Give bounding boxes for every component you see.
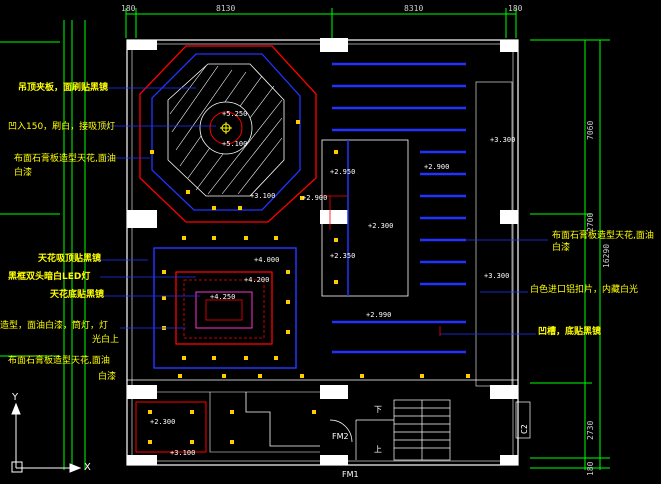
octagon-ceiling-inner	[151, 53, 301, 211]
elevation-mark: +3.300	[484, 272, 510, 280]
elevation-mark: +2.350	[330, 252, 356, 260]
elevation-mark: +3.100	[250, 192, 276, 200]
elevation-mark: +2.300	[368, 222, 394, 230]
outer-wall	[126, 39, 519, 466]
annotation-left: 凹入150，刷白，接吸顶灯	[8, 122, 116, 132]
annotation-right: 凹槽，底贴黑镜	[538, 327, 602, 337]
annotation-left: 天花底贴黑镜	[50, 290, 105, 300]
column	[500, 455, 518, 465]
dimension-text: 180	[121, 4, 136, 13]
column	[320, 38, 348, 52]
dimension-text: 7060	[586, 120, 595, 140]
column	[500, 210, 518, 224]
column	[320, 210, 348, 224]
elevation-mark: +2.300	[150, 418, 176, 426]
elevation-mark: +2.900	[302, 194, 328, 202]
column	[127, 40, 157, 50]
column	[320, 385, 348, 399]
annotation-left: 布面石膏板造型天花,面油	[14, 154, 116, 164]
column	[320, 455, 348, 465]
annotation-left: 造型，面油白漆，筒灯，灯	[0, 321, 109, 331]
dimension-text: 180	[586, 461, 595, 476]
dimension-text: 180	[508, 4, 523, 13]
stair-up-label: 上	[374, 445, 382, 454]
column	[127, 455, 157, 465]
elevation-mark: +2.990	[366, 311, 392, 319]
counter-ceiling	[321, 139, 409, 297]
annotation-left: 布面石膏板造型天花,面油	[8, 356, 110, 366]
annotation-left: 白漆	[14, 168, 33, 178]
annotation-left: 天花吸顶贴黑镜	[38, 254, 102, 264]
annotation-left: 黑框双头暗白LED灯	[8, 272, 91, 282]
door-fm1-label: FM1	[342, 470, 359, 479]
elevation-mark: +4.000	[254, 256, 280, 264]
elevation-mark: +3.300	[490, 136, 516, 144]
annotation-right: 白色进口铝扣片，内藏白光	[530, 285, 639, 295]
column	[490, 385, 518, 399]
elevation-mark: +5.250	[222, 110, 248, 118]
elevation-mark: +4.250	[210, 293, 236, 301]
ucs-axis-icon	[11, 402, 82, 473]
axis-x-label: X	[84, 462, 91, 473]
downlights	[148, 120, 470, 444]
annotation-left: 光白上	[92, 335, 120, 345]
annotation-left: 白漆	[98, 372, 117, 382]
dimension-text: 16290	[602, 243, 611, 268]
annotation-right: 白漆	[552, 243, 571, 253]
window-c2-label: C2	[520, 424, 529, 434]
annotation-right: 布面石膏板造型天花,面油	[552, 231, 654, 241]
elevation-mark: +3.100	[170, 449, 196, 457]
slot-lights	[332, 62, 466, 354]
dimension-text: 2730	[586, 420, 595, 440]
dimension-text: 8310	[404, 4, 424, 13]
stair-down-label: 下	[374, 405, 382, 414]
dimension-text: 2700	[586, 212, 595, 232]
elevation-mark: +2.950	[330, 168, 356, 176]
elevation-mark: +2.900	[424, 163, 450, 171]
octagon-ceiling-outer	[139, 45, 317, 223]
column	[500, 40, 518, 52]
leader-lines	[96, 87, 548, 335]
dimension-text: 8130	[216, 4, 236, 13]
elevation-mark: +4.200	[244, 276, 270, 284]
elevation-mark: +5.100	[222, 140, 248, 148]
square-ceiling-outer	[153, 247, 297, 369]
column	[127, 210, 157, 228]
staircase	[355, 399, 451, 461]
axis-y-label: Y	[12, 392, 19, 403]
door-fm2-label: FM2	[332, 432, 349, 441]
annotation-left: 吊顶夹板，面刷贴黑镜	[18, 83, 109, 93]
